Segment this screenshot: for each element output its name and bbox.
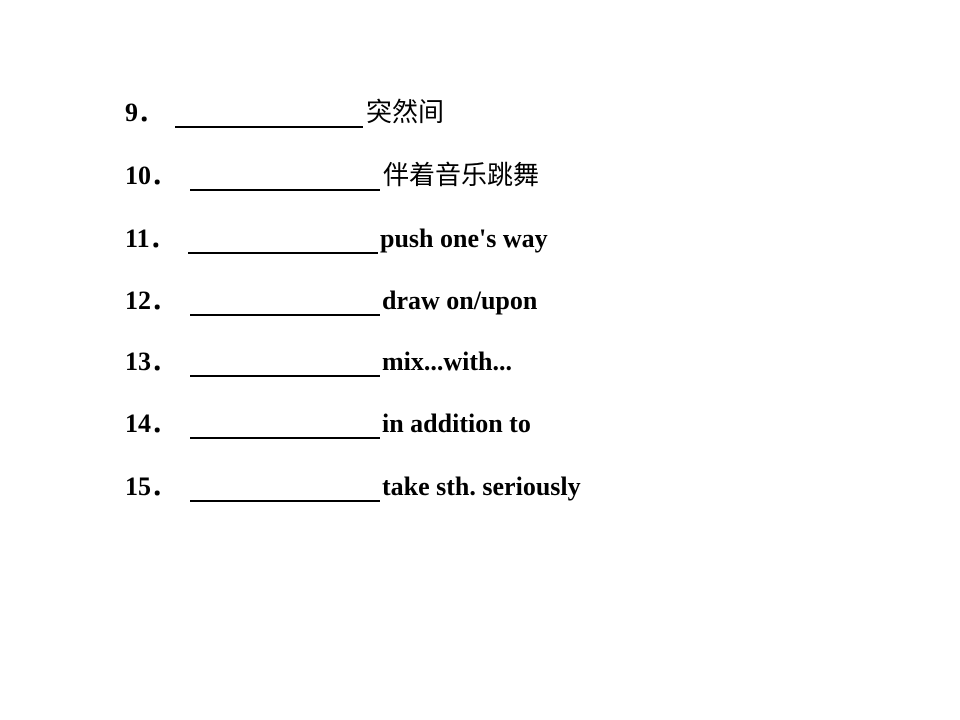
item-phrase: 伴着音乐跳舞 <box>383 161 540 191</box>
exercise-item-9: 9． 突然间 <box>0 97 960 129</box>
item-phrase: in addition to <box>382 409 531 438</box>
answer-blank <box>175 126 363 128</box>
answer-blank <box>188 252 378 254</box>
answer-blank <box>190 500 380 502</box>
exercise-item-10: 10． 伴着音乐跳舞 <box>0 160 960 192</box>
exercise-item-12: 12． draw on/upon <box>0 285 960 317</box>
item-phrase: draw on/upon <box>382 286 538 315</box>
item-phrase: 突然间 <box>366 98 445 128</box>
answer-blank <box>190 189 380 191</box>
answer-blank <box>190 437 380 439</box>
item-number: 14． <box>125 409 178 438</box>
item-phrase: mix...with... <box>382 347 512 376</box>
item-number: 10． <box>125 161 178 190</box>
item-number: 9． <box>125 98 165 127</box>
item-number: 13． <box>125 347 178 376</box>
exercise-item-15: 15． take sth. seriously <box>0 471 960 503</box>
exercise-item-13: 13． mix...with... <box>0 346 960 378</box>
exercise-item-11: 11． push one's way <box>0 223 960 255</box>
item-phrase: push one's way <box>380 224 548 253</box>
answer-blank <box>190 314 380 316</box>
item-phrase: take sth. seriously <box>382 472 581 501</box>
item-number: 15． <box>125 472 178 501</box>
item-number: 11． <box>125 224 176 253</box>
item-number: 12． <box>125 286 178 315</box>
exercise-item-14: 14． in addition to <box>0 408 960 440</box>
answer-blank <box>190 375 380 377</box>
